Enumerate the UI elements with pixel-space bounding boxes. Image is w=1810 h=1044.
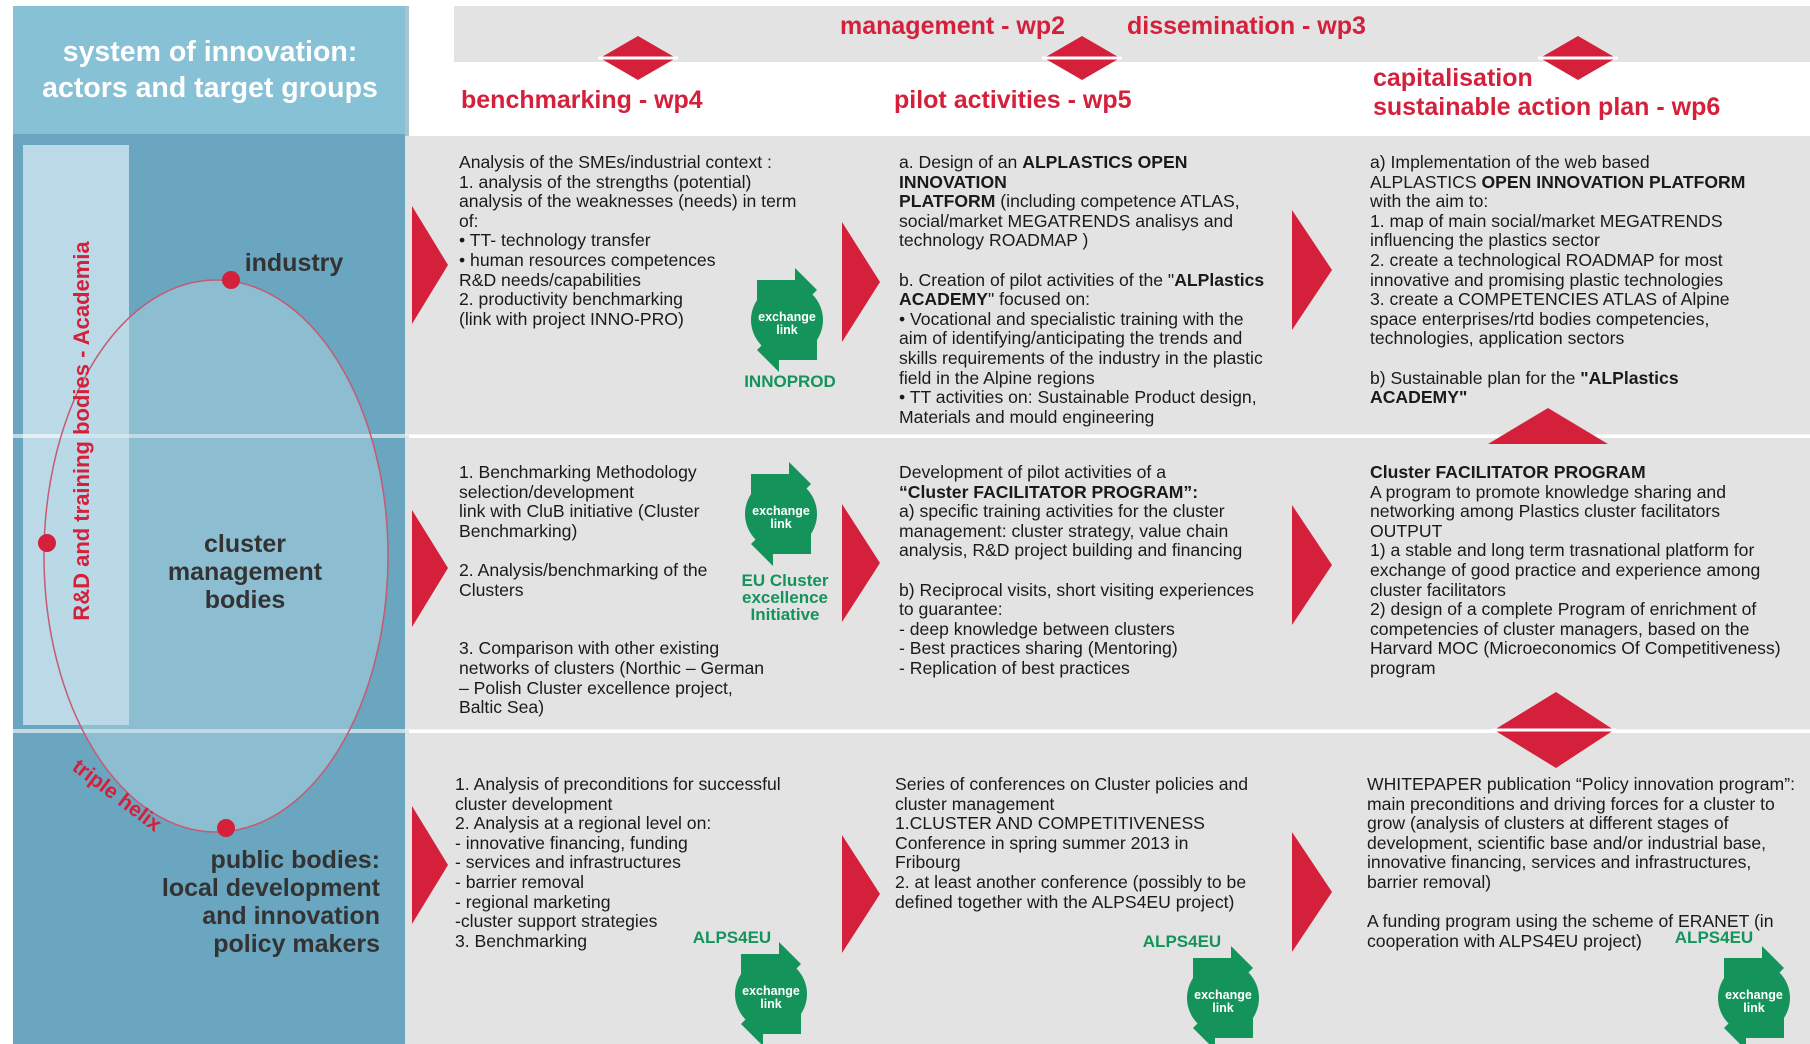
academia-label: R&D and training bodies - Academia bbox=[69, 241, 94, 621]
column-header-wp6-line2: sustainable action plan - wp6 bbox=[1373, 93, 1721, 121]
exchange-label-eu-cluster: EU Cluster excellence Initiative bbox=[741, 571, 829, 624]
cell-cluster-wp6: Cluster FACILITATOR PROGRAM A program to… bbox=[1370, 462, 1781, 678]
column-header-wp4: benchmarking - wp4 bbox=[461, 86, 703, 114]
chevron-arrow bbox=[1292, 210, 1332, 330]
exchange-label-innoprod: INNOPROD bbox=[744, 372, 836, 391]
triple-helix-ellipse bbox=[43, 279, 389, 833]
cell-industry-wp5: a. Design of an ALPLASTICS OPEN INNOVATI… bbox=[899, 152, 1265, 427]
cell-public-wp5: Series of conferences on Cluster policie… bbox=[895, 774, 1249, 912]
helix-node bbox=[38, 534, 56, 552]
exchange-icon-text: exchange link bbox=[1725, 988, 1783, 1015]
chevron-arrow bbox=[842, 504, 880, 622]
exchange-icon-text: exchange link bbox=[752, 504, 810, 531]
exchange-link-icon bbox=[1718, 946, 1790, 1044]
exchange-icon-text: exchange link bbox=[742, 984, 800, 1011]
left-panel-header-bg bbox=[13, 6, 407, 134]
cell-public-wp6: WHITEPAPER publication “Policy innovatio… bbox=[1367, 774, 1795, 951]
exchange-link-icon bbox=[1187, 946, 1259, 1044]
row-band-public bbox=[405, 733, 1810, 1044]
chevron-arrow bbox=[1292, 832, 1332, 952]
chevron-arrow bbox=[412, 206, 448, 324]
row-separator bbox=[0, 434, 1810, 438]
cell-industry-wp6: a) Implementation of the web based ALPLA… bbox=[1370, 152, 1746, 408]
chevron-arrow bbox=[412, 510, 448, 627]
cell-cluster-wp4: 1. Benchmarking Methodology selection/de… bbox=[459, 462, 765, 718]
exchange-icon-text: exchange link bbox=[1194, 988, 1252, 1015]
cell-industry-wp4: Analysis of the SMEs/industrial context … bbox=[459, 152, 797, 329]
panel-title: system of innovation: actors and target … bbox=[42, 36, 378, 104]
exchange-link-icon bbox=[735, 942, 807, 1044]
exchange-label-alps4eu: ALPS4EU bbox=[1674, 928, 1754, 947]
row-band-cluster bbox=[405, 438, 1810, 730]
chevron-arrow bbox=[412, 806, 448, 924]
chevron-arrow bbox=[842, 835, 880, 953]
exchange-label-alps4eu: ALPS4EU bbox=[1142, 932, 1222, 951]
exchange-link-icon bbox=[751, 268, 823, 372]
row-separator bbox=[0, 729, 1810, 733]
chevron-arrow bbox=[842, 222, 880, 342]
actor-public-bodies: public bodies: local development and inn… bbox=[161, 846, 380, 958]
helix-node bbox=[217, 819, 235, 837]
exchange-icon-text: exchange link bbox=[758, 310, 816, 337]
exchange-link-icon bbox=[745, 462, 817, 566]
cell-public-wp4: 1. Analysis of preconditions for success… bbox=[455, 774, 781, 951]
column-header-wp6-line1: capitalisation bbox=[1373, 64, 1533, 92]
dissemination-wp3-label: dissemination - wp3 bbox=[1127, 12, 1366, 40]
actor-cluster-management: cluster management bodies bbox=[167, 530, 323, 614]
row-band-industry bbox=[405, 136, 1810, 435]
triangle-up-marker bbox=[1488, 408, 1608, 444]
helix-node bbox=[222, 271, 240, 289]
management-wp2-label: management - wp2 bbox=[840, 12, 1066, 40]
actor-industry: industry bbox=[244, 249, 344, 277]
cell-cluster-wp5: Development of pilot activities of a “Cl… bbox=[899, 462, 1254, 678]
chevron-arrow bbox=[1292, 505, 1332, 625]
exchange-label-alps4eu: ALPS4EU bbox=[692, 928, 772, 947]
column-header-wp5: pilot activities - wp5 bbox=[894, 86, 1132, 114]
